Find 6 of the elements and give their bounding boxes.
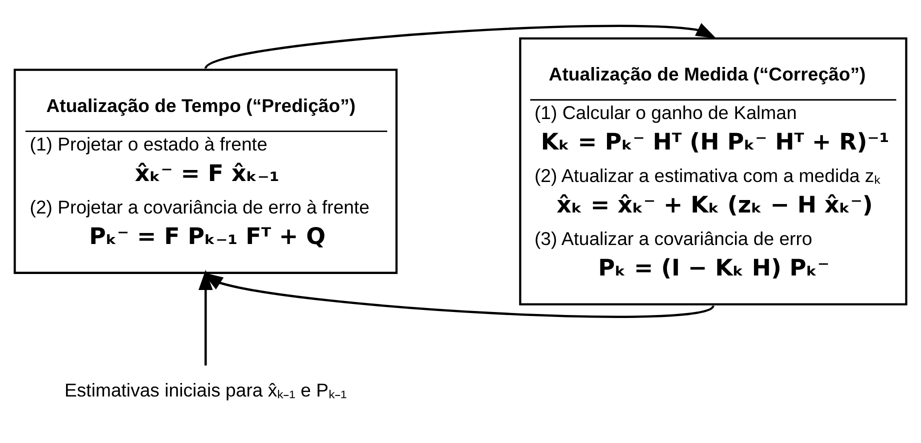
arrow [204, 23, 716, 70]
arrow [198, 270, 213, 366]
node-text: Estimativas iniciais para x̂ₖ₋₁ e Pₖ₋₁ [64, 379, 347, 400]
node-box: Atualização de Medida (“Correção”) (1) Calcular o ganho de Kalman Kₖ = Pₖ⁻ Hᵀ (H Pₖ⁻ Hᵀ + R)⁻¹ (2) Atualizar a estimativa com a medida zₖ x̂ₖ = x̂ₖ⁻ + Kₖ (zₖ − H x̂ₖ⁻) (3) Atualizar a covariância de erro Pₖ = (I − Kₖ H) Pₖ⁻ [519, 37, 908, 306]
arrow [202, 272, 714, 318]
node-box: Atualização de Tempo (“Predição”) (1) Projetar o estado à frente x̂ₖ⁻ = F x̂ₖ₋₁ (2) Projetar a covariância de erro à frente Pₖ⁻ = F Pₖ₋₁ Fᵀ + Q [14, 68, 398, 274]
